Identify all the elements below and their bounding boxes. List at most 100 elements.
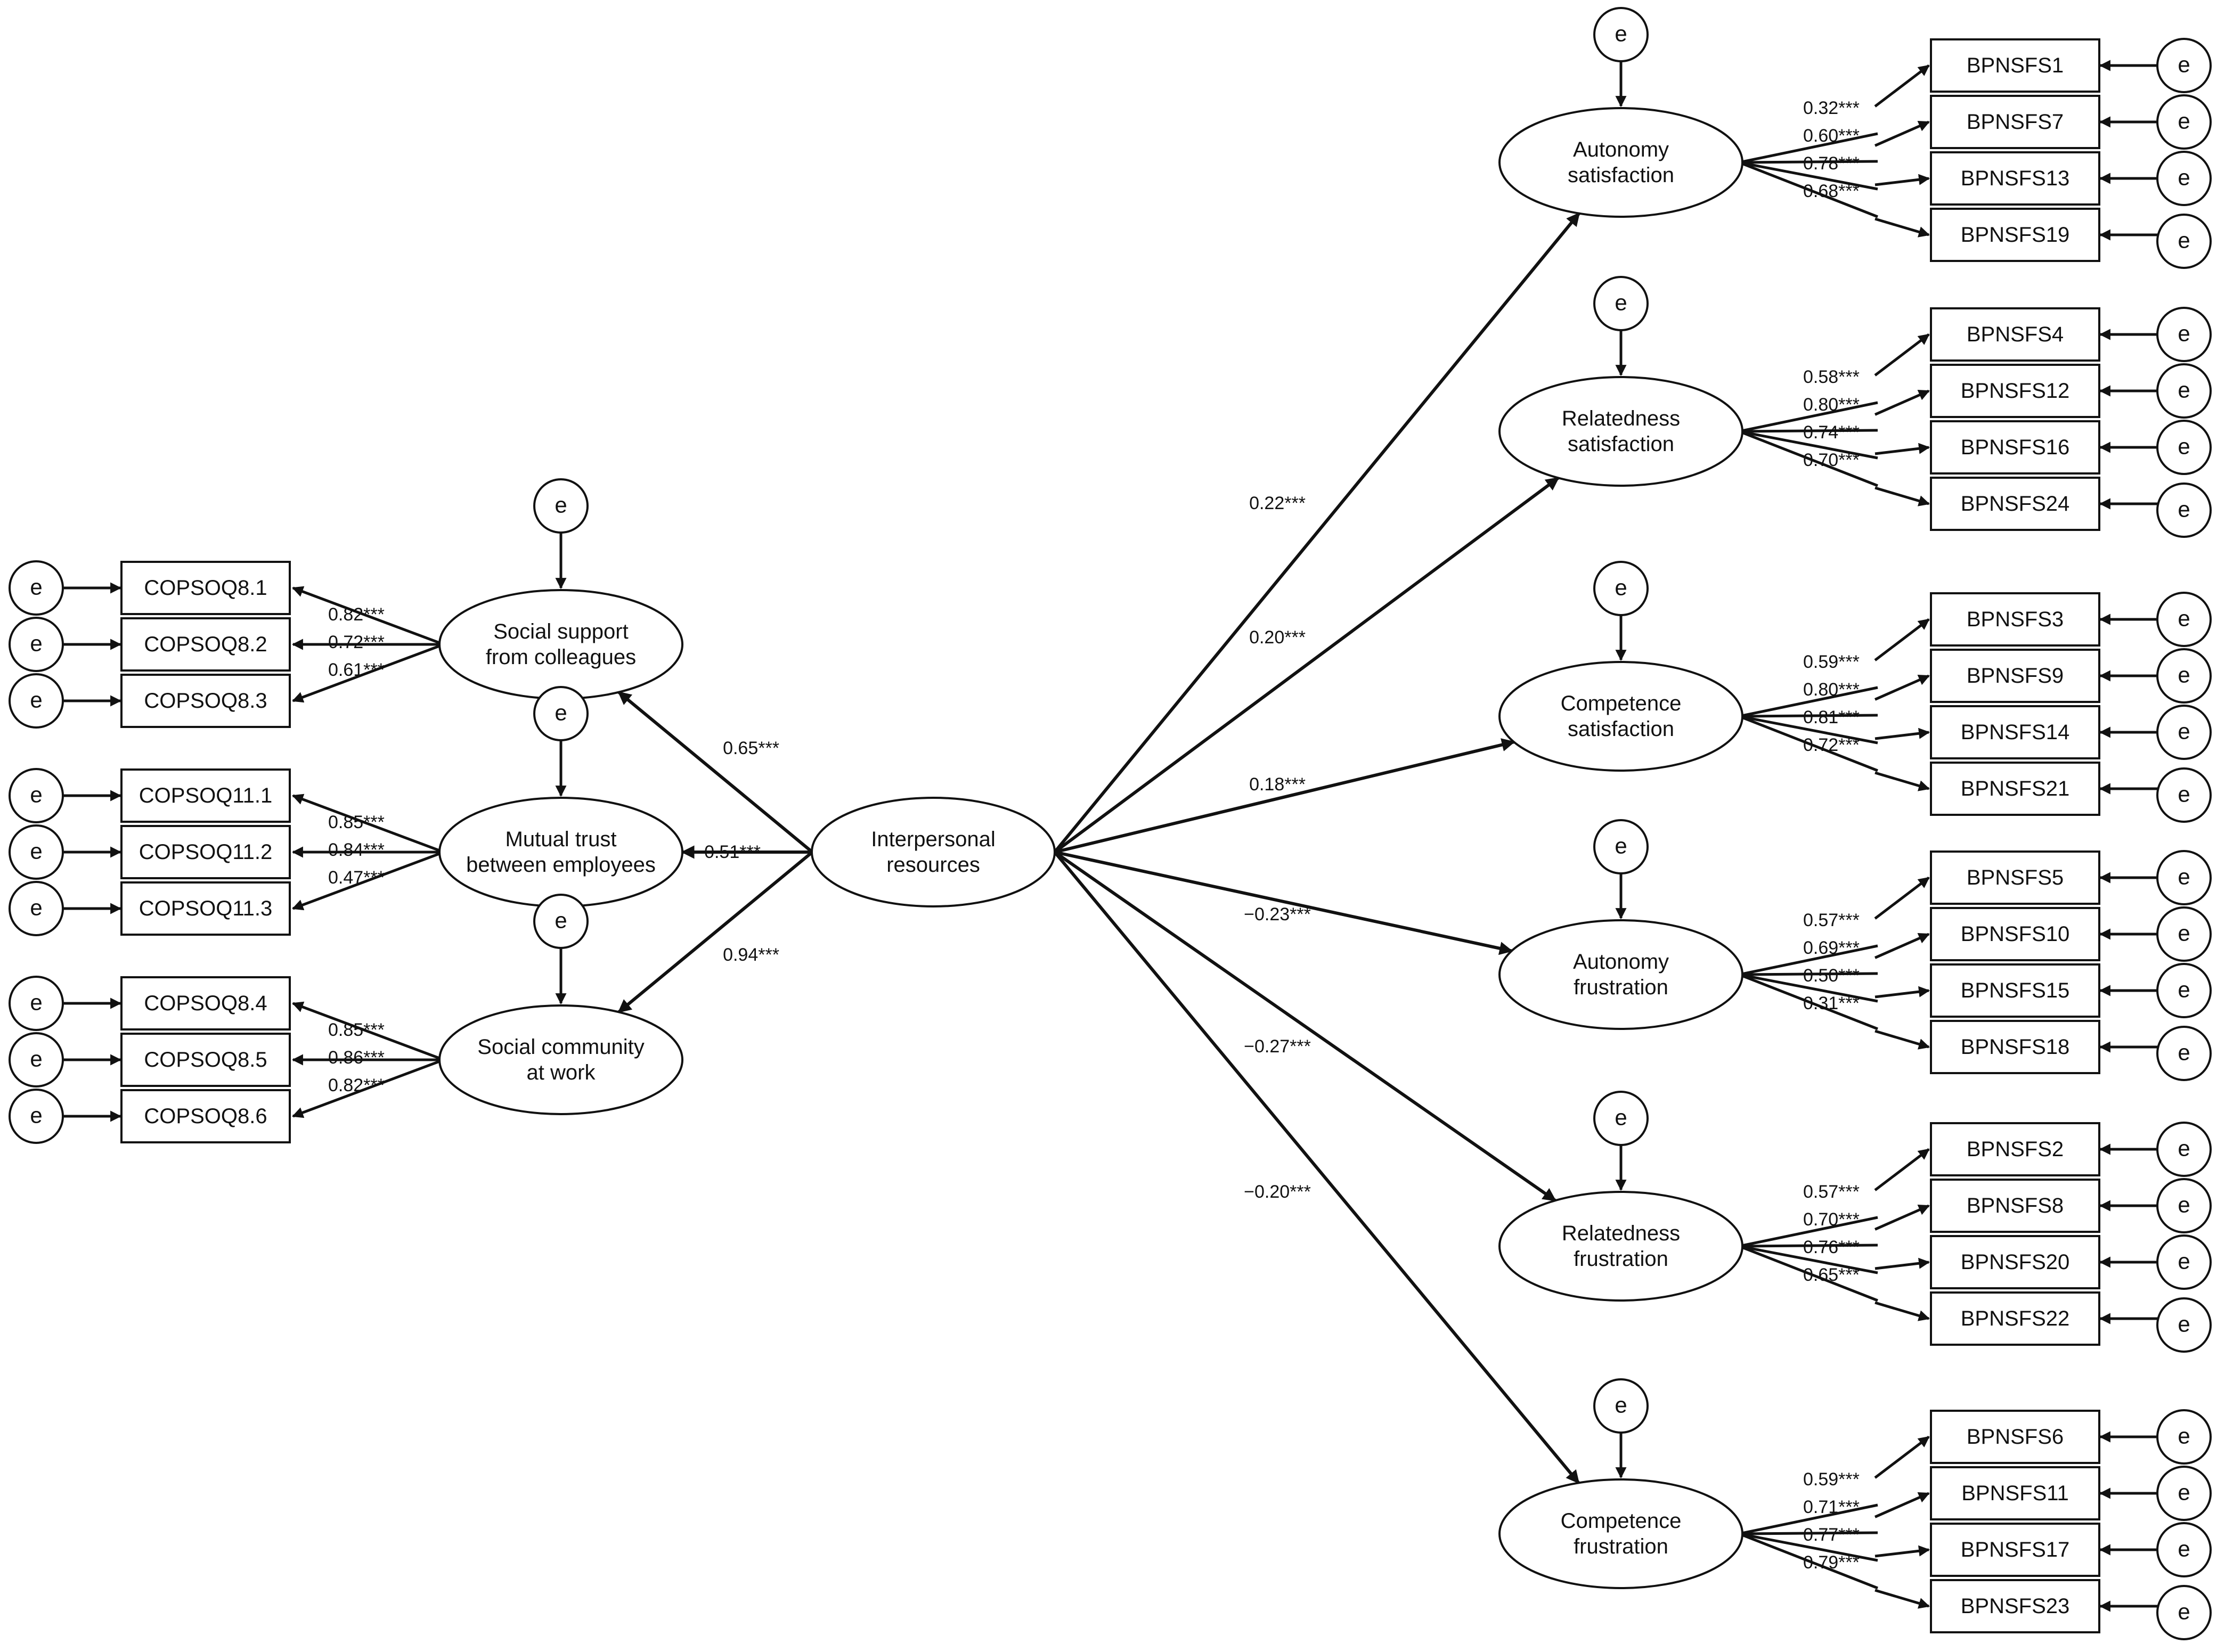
right-factor-1-item-4-loading: 0.68*** bbox=[1803, 181, 1860, 201]
right-factor-2 bbox=[1498, 376, 1743, 487]
left-factor-3-item-3-loading: 0.82*** bbox=[328, 1075, 385, 1095]
right-factor-3-item-2-loading: 0.80*** bbox=[1803, 680, 1860, 700]
right-factor-5-item-4 bbox=[1930, 1291, 2100, 1346]
left-factor-2-item-2-error bbox=[9, 824, 64, 880]
left-factor-3-item-3-error bbox=[9, 1089, 64, 1144]
right-factor-6-item-3 bbox=[1930, 1523, 2100, 1577]
right-factor-1-label: satisfaction bbox=[1568, 163, 1674, 187]
left-factor-3-item-1-error bbox=[9, 976, 64, 1031]
right-factor-1-item-1-error bbox=[2156, 38, 2212, 93]
right-factor-2-item-2-loading-arrow bbox=[1874, 389, 1930, 416]
right-factor-1 bbox=[1498, 107, 1743, 218]
right-factor-2-item-2 bbox=[1930, 364, 2100, 418]
right-factor-5-path-coef: −0.27*** bbox=[1244, 1036, 1311, 1057]
right-factor-5-item-1-loading: 0.57*** bbox=[1803, 1182, 1860, 1202]
right-factor-3-item-4 bbox=[1930, 762, 2100, 816]
right-factor-6-path bbox=[1053, 851, 1580, 1484]
left-factor-1-item-3-loading-arrow bbox=[292, 643, 444, 703]
right-factor-2-item-3-loading-arrow bbox=[1874, 443, 1930, 455]
left-factor-2-item-3-loading: 0.47*** bbox=[328, 868, 385, 888]
left-factor-1-item-2-error-label: e bbox=[30, 631, 42, 656]
right-factor-6-disturbance bbox=[1593, 1378, 1649, 1434]
left-factor-3-item-1-label: COPSOQ8.4 bbox=[144, 992, 267, 1015]
right-factor-4-item-1-label: BPNSFS5 bbox=[1967, 866, 2064, 889]
left-factor-3-disturbance bbox=[533, 894, 589, 949]
right-factor-5-item-3-error-label: e bbox=[2178, 1249, 2190, 1274]
right-factor-5-item-2-label: BPNSFS8 bbox=[1967, 1194, 2064, 1217]
right-factor-4 bbox=[1498, 919, 1743, 1030]
right-factor-5-item-4-error bbox=[2156, 1297, 2212, 1353]
right-factor-6-item-2-loading-base bbox=[1739, 1531, 1878, 1535]
right-factor-3-path-coef: 0.18*** bbox=[1249, 774, 1306, 795]
left-factor-2-item-1-error bbox=[9, 768, 64, 823]
right-factor-4-item-4-loading-base bbox=[1739, 973, 1878, 1031]
nodes-layer bbox=[9, 7, 2212, 1640]
right-factor-6-item-3-label: BPNSFS17 bbox=[1961, 1538, 2070, 1561]
right-factor-6-item-3-loading-base bbox=[1739, 1532, 1878, 1562]
left-factor-1-path bbox=[617, 691, 813, 854]
right-factor-4-item-1-loading-arrow bbox=[1874, 877, 1930, 920]
right-factor-3-path bbox=[1054, 738, 1515, 854]
right-factor-4-item-2-error-label: e bbox=[2178, 921, 2190, 946]
right-factor-1-item-1-loading: 0.32*** bbox=[1803, 98, 1860, 118]
right-factor-5-item-4-error-label: e bbox=[2178, 1312, 2190, 1337]
right-factor-5-disturbance bbox=[1593, 1091, 1649, 1146]
right-factor-3-item-3-loading-arrow bbox=[1874, 727, 1930, 740]
right-factor-2-disturbance bbox=[1593, 276, 1649, 331]
right-factor-2-item-3-error bbox=[2156, 420, 2212, 475]
right-factor-5-item-1-loading-base bbox=[1739, 1216, 1878, 1248]
right-factor-3-item-1-loading-arrow bbox=[1874, 618, 1930, 661]
right-factor-4-item-4-loading-arrow bbox=[1874, 1029, 1930, 1050]
right-factor-2-item-1-error-label: e bbox=[2178, 321, 2190, 346]
right-factor-6-item-4 bbox=[1930, 1579, 2100, 1633]
right-factor-2-label: Relatedness bbox=[1562, 407, 1680, 430]
right-factor-5-item-2 bbox=[1930, 1179, 2100, 1233]
right-factor-2-item-2-label: BPNSFS12 bbox=[1961, 379, 2070, 403]
right-factor-1-item-2-loading: 0.60*** bbox=[1803, 126, 1860, 146]
right-factor-1-item-3-loading: 0.78*** bbox=[1803, 153, 1860, 174]
right-factor-5-item-3-loading-base bbox=[1739, 1245, 1878, 1274]
left-factor-1-disturbance bbox=[533, 478, 589, 534]
right-factor-6-item-3-error-label: e bbox=[2178, 1536, 2190, 1561]
right-factor-3-item-1-error-label: e bbox=[2178, 606, 2190, 631]
right-factor-4-item-1-error bbox=[2156, 850, 2212, 905]
left-factor-1-item-1-error-label: e bbox=[30, 575, 42, 600]
right-factor-5-label: frustration bbox=[1574, 1247, 1668, 1271]
right-factor-4-item-4-label: BPNSFS18 bbox=[1961, 1035, 2070, 1059]
right-factor-3-item-3 bbox=[1930, 705, 2100, 759]
right-factor-1-item-2 bbox=[1930, 95, 2100, 149]
right-factor-4-item-4-error bbox=[2156, 1026, 2212, 1081]
left-factor-3-item-3-error-label: e bbox=[30, 1103, 42, 1128]
right-factor-2-item-4-error-label: e bbox=[2178, 497, 2190, 522]
right-factor-2-item-4-loading: 0.70*** bbox=[1803, 450, 1860, 470]
right-factor-4-item-2-loading-arrow bbox=[1874, 933, 1930, 959]
right-factor-1-disturbance bbox=[1593, 7, 1649, 62]
right-factor-2-item-4-label: BPNSFS24 bbox=[1961, 492, 2070, 516]
right-factor-5-item-4-loading-arrow bbox=[1874, 1301, 1930, 1321]
right-factor-1-item-2-error-label: e bbox=[2178, 109, 2190, 134]
right-factor-2-item-4-loading-base bbox=[1739, 430, 1878, 487]
right-factor-4-item-3-loading-base bbox=[1739, 973, 1878, 1003]
left-factor-2-item-1 bbox=[120, 768, 291, 823]
right-factor-3-item-2-loading-arrow bbox=[1874, 674, 1930, 701]
left-factor-3-label: at work bbox=[527, 1061, 596, 1084]
right-factor-6-item-1-label: BPNSFS6 bbox=[1967, 1425, 2064, 1449]
left-factor-1-item-1-loading-arrow bbox=[292, 586, 444, 646]
right-factor-6-item-2-label: BPNSFS11 bbox=[1961, 1482, 2069, 1505]
left-factor-1-item-2-loading: 0.72*** bbox=[328, 632, 385, 652]
left-factor-1-label: Social support bbox=[493, 620, 628, 643]
right-factor-1-item-2-label: BPNSFS7 bbox=[1967, 110, 2064, 134]
right-factor-1-path bbox=[1053, 212, 1580, 853]
right-factor-4-item-4 bbox=[1930, 1020, 2100, 1074]
right-factor-5-item-3-loading-arrow bbox=[1874, 1257, 1930, 1270]
right-factor-4-item-1-loading: 0.57*** bbox=[1803, 910, 1860, 930]
right-factor-2-item-1 bbox=[1930, 307, 2100, 362]
left-factor-1-item-3 bbox=[120, 674, 291, 728]
right-factor-4-item-3-error-label: e bbox=[2178, 977, 2190, 1002]
right-factor-4-item-2-error bbox=[2156, 906, 2212, 962]
right-factor-3-item-1-error bbox=[2156, 592, 2212, 647]
right-factor-6-label: frustration bbox=[1574, 1535, 1668, 1558]
right-factor-3-item-3-error-label: e bbox=[2178, 719, 2190, 744]
left-factor-2-item-2-loading: 0.84*** bbox=[328, 840, 385, 860]
